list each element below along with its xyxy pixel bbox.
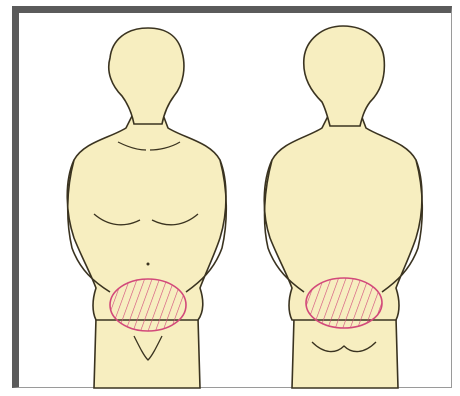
front-head [109, 28, 184, 124]
front-figure [67, 28, 226, 388]
front-hatched-region [110, 279, 186, 331]
back-head [304, 26, 385, 126]
front-navel [147, 263, 150, 266]
back-figure [264, 26, 422, 388]
back-hatched-region [306, 278, 382, 328]
